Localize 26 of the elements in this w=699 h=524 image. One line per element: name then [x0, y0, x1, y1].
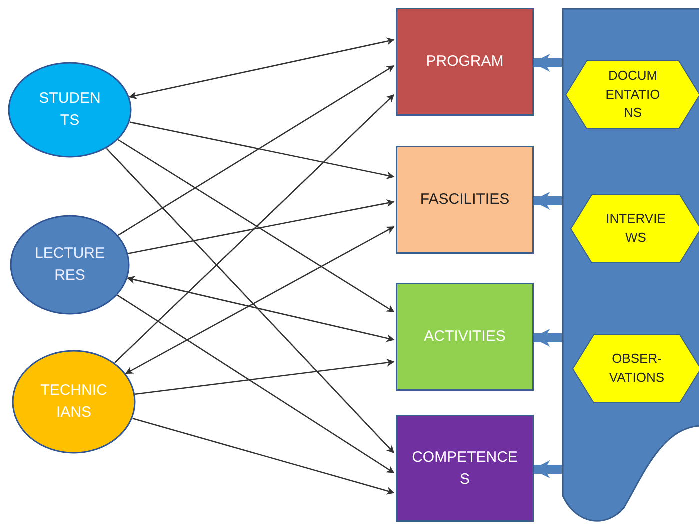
arrow	[117, 294, 395, 474]
arrow	[128, 38, 395, 100]
node-label: STUDEN TS	[38, 89, 102, 131]
node-label: LECTURE RES	[34, 244, 106, 286]
node-label: OBSER- VATIONS	[608, 350, 666, 387]
arrow	[127, 276, 395, 342]
arrow	[532, 329, 562, 347]
arrow	[128, 199, 395, 254]
node-label: TECHNIC IANS	[40, 381, 108, 423]
node-label: FASCILITIES	[419, 190, 511, 210]
node-label: PROGRAM	[425, 52, 505, 72]
arrow	[118, 139, 395, 313]
arrow	[532, 460, 562, 478]
arrow	[532, 54, 562, 72]
arrow	[532, 192, 562, 210]
node-label: DOCUM ENTATIO NS	[604, 66, 662, 122]
arrow	[130, 122, 395, 180]
arrow	[135, 358, 395, 396]
arrow	[118, 65, 395, 236]
arrow	[114, 94, 395, 364]
node-label: ACTIVITIES	[423, 327, 507, 348]
arrow	[132, 418, 395, 495]
node-label: COMPETENCE S	[411, 448, 519, 490]
arrow	[125, 226, 395, 374]
arrow	[106, 148, 395, 454]
node-label: INTERVIE WS	[605, 210, 667, 247]
